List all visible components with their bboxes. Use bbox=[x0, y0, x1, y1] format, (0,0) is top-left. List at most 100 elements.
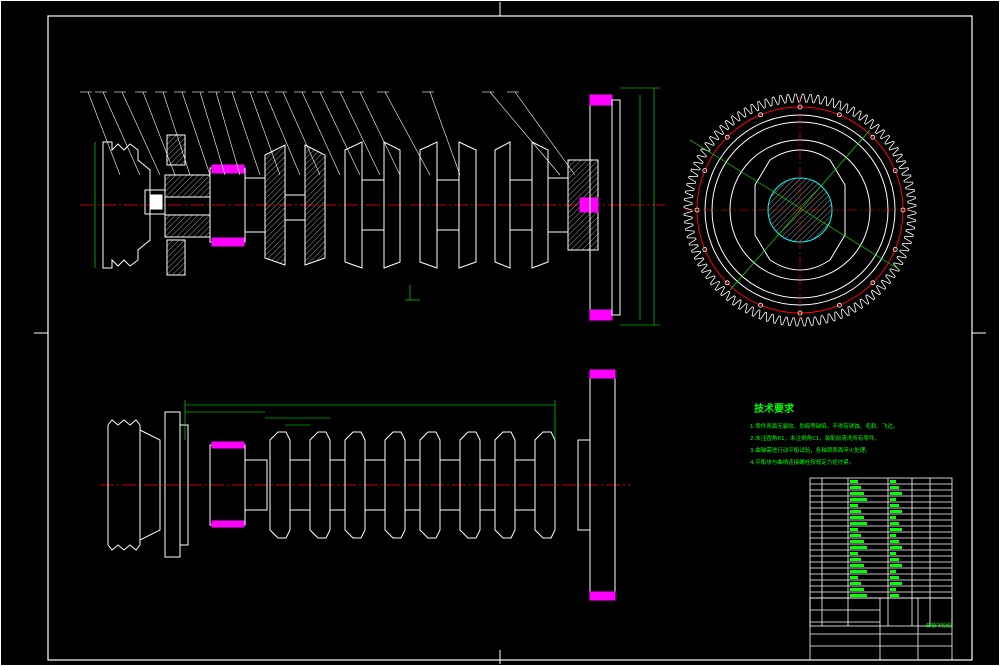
bom-entry bbox=[850, 534, 861, 537]
leader-line bbox=[87, 91, 121, 176]
bolt-hole bbox=[837, 302, 842, 308]
bom-entry bbox=[850, 492, 864, 495]
pulley-section bbox=[102, 134, 186, 276]
bom-entry bbox=[890, 570, 896, 573]
bom-entry bbox=[850, 552, 858, 555]
bom-entry bbox=[850, 504, 858, 507]
note-line: 4.平衡块与曲柄连接螺栓按规定力矩拧紧。 bbox=[750, 460, 855, 466]
bom-entry bbox=[890, 534, 896, 537]
crank-web bbox=[419, 431, 441, 539]
note-line: 3.曲轴需进行动平衡试验，各轴颈表面淬火处理。 bbox=[750, 448, 871, 454]
bom-entry bbox=[850, 540, 864, 543]
bom-entry bbox=[850, 510, 861, 513]
leader-line bbox=[429, 91, 461, 176]
bom-entry bbox=[890, 564, 902, 567]
leader-line bbox=[319, 91, 361, 176]
bolt-hole bbox=[724, 280, 730, 286]
bom-entry bbox=[850, 576, 858, 579]
technical-notes: 技术要求 1.零件表面无裂纹、划痕等缺陷，不得有锈蚀、毛刺、飞边。 2.未注圆角… bbox=[750, 400, 970, 469]
bom-entry bbox=[850, 480, 858, 483]
bom-entry bbox=[850, 588, 864, 591]
leader-line bbox=[282, 91, 321, 176]
crank-web bbox=[269, 431, 291, 539]
leader-line bbox=[102, 91, 141, 176]
leader-line bbox=[181, 91, 211, 176]
bom-entry bbox=[850, 594, 867, 597]
top-dimensions bbox=[94, 87, 660, 326]
leader-line bbox=[142, 91, 176, 176]
bolt-hole bbox=[892, 168, 898, 174]
bom-entry bbox=[850, 582, 861, 585]
bom-table bbox=[809, 477, 953, 661]
bom-entry bbox=[890, 516, 896, 519]
bom-entry bbox=[850, 558, 861, 561]
flywheel-end-view bbox=[683, 93, 917, 327]
bom-entry bbox=[890, 498, 896, 501]
bom-entry bbox=[890, 522, 899, 525]
note-line: 1.零件表面无裂纹、划痕等缺陷，不得有锈蚀、毛刺、飞边。 bbox=[750, 424, 899, 430]
bom-entry bbox=[890, 594, 899, 597]
notes-title: 技术要求 bbox=[754, 404, 794, 415]
bom-entry bbox=[890, 504, 899, 507]
bolt-holes bbox=[694, 104, 906, 316]
bom-entry bbox=[850, 570, 867, 573]
bom-entry bbox=[890, 540, 899, 543]
leader-line bbox=[249, 91, 281, 176]
bom-entry bbox=[890, 480, 896, 483]
bom-entry bbox=[890, 528, 902, 531]
leader-line bbox=[339, 91, 381, 176]
bom-entry bbox=[850, 486, 861, 489]
bom-entry bbox=[850, 498, 867, 501]
crank-web bbox=[344, 431, 366, 539]
sectional-view bbox=[80, 87, 665, 326]
leader-line bbox=[489, 91, 561, 176]
bolt-hole bbox=[870, 134, 876, 140]
leader-line bbox=[514, 91, 576, 176]
bom-entry bbox=[890, 552, 896, 555]
bolt-hole bbox=[758, 112, 763, 118]
bom-entry bbox=[890, 558, 899, 561]
bom-entry bbox=[890, 588, 896, 591]
bom-entry bbox=[890, 576, 899, 579]
bom-entry bbox=[850, 564, 864, 567]
bolt-hole bbox=[702, 168, 708, 174]
exterior-view bbox=[100, 369, 630, 601]
leader-line bbox=[384, 91, 431, 176]
bolt-hole bbox=[724, 134, 730, 140]
leader-line bbox=[359, 91, 401, 176]
leader-line bbox=[121, 91, 161, 176]
bom-entry bbox=[890, 546, 902, 549]
leader-line bbox=[231, 91, 261, 176]
leader-line bbox=[264, 91, 301, 176]
bom-entry bbox=[850, 522, 867, 525]
leader-line bbox=[162, 91, 191, 176]
bom-entry bbox=[890, 510, 902, 513]
note-line: 2.未注圆角R1，未注倒角C1，装配前清洗所有零件。 bbox=[750, 436, 880, 442]
flywheel-section bbox=[567, 94, 621, 321]
crank-web bbox=[309, 431, 331, 539]
bolt-hole bbox=[758, 302, 763, 308]
leader-line bbox=[301, 91, 341, 176]
leader-line bbox=[215, 91, 241, 176]
leader-line bbox=[199, 91, 226, 176]
bom-entry bbox=[850, 546, 867, 549]
bom-green-text bbox=[850, 480, 902, 597]
bom-entry bbox=[890, 486, 899, 489]
bottom-dimensions bbox=[184, 400, 556, 440]
crank-web bbox=[534, 431, 556, 539]
bom-entry bbox=[850, 528, 858, 531]
title-block-title: 曲轴飞轮组 bbox=[926, 622, 951, 629]
crank-web bbox=[494, 431, 516, 539]
bolt-hole bbox=[702, 246, 708, 252]
hub-section bbox=[164, 164, 266, 247]
bom-entry bbox=[890, 492, 902, 495]
crank-web bbox=[459, 431, 481, 539]
part-balloons bbox=[80, 91, 576, 176]
bom-entry bbox=[890, 582, 902, 585]
bolt-hole bbox=[837, 112, 842, 118]
crank-web bbox=[384, 431, 406, 539]
bolt-hole bbox=[870, 280, 876, 286]
bolt-hole bbox=[892, 246, 898, 252]
